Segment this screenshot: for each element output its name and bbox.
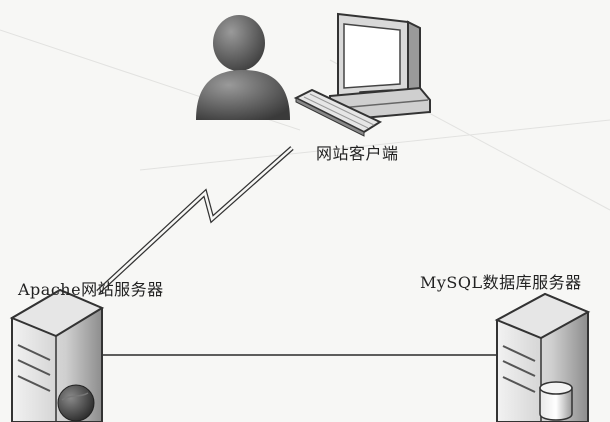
- desktop-computer-icon: [329, 12, 431, 122]
- database-cylinder-icon: [539, 381, 573, 421]
- user-icon: [196, 15, 290, 120]
- client-label: 网站客户端: [316, 144, 399, 163]
- keyboard-icon: [293, 88, 383, 137]
- lightning-bolt-icon: [96, 146, 294, 294]
- db-server-label: MySQL数据库服务器: [420, 273, 582, 292]
- background-lines: [0, 29, 610, 211]
- web-server-label: Apache网站服务器: [18, 280, 164, 299]
- globe-icon: [57, 384, 95, 422]
